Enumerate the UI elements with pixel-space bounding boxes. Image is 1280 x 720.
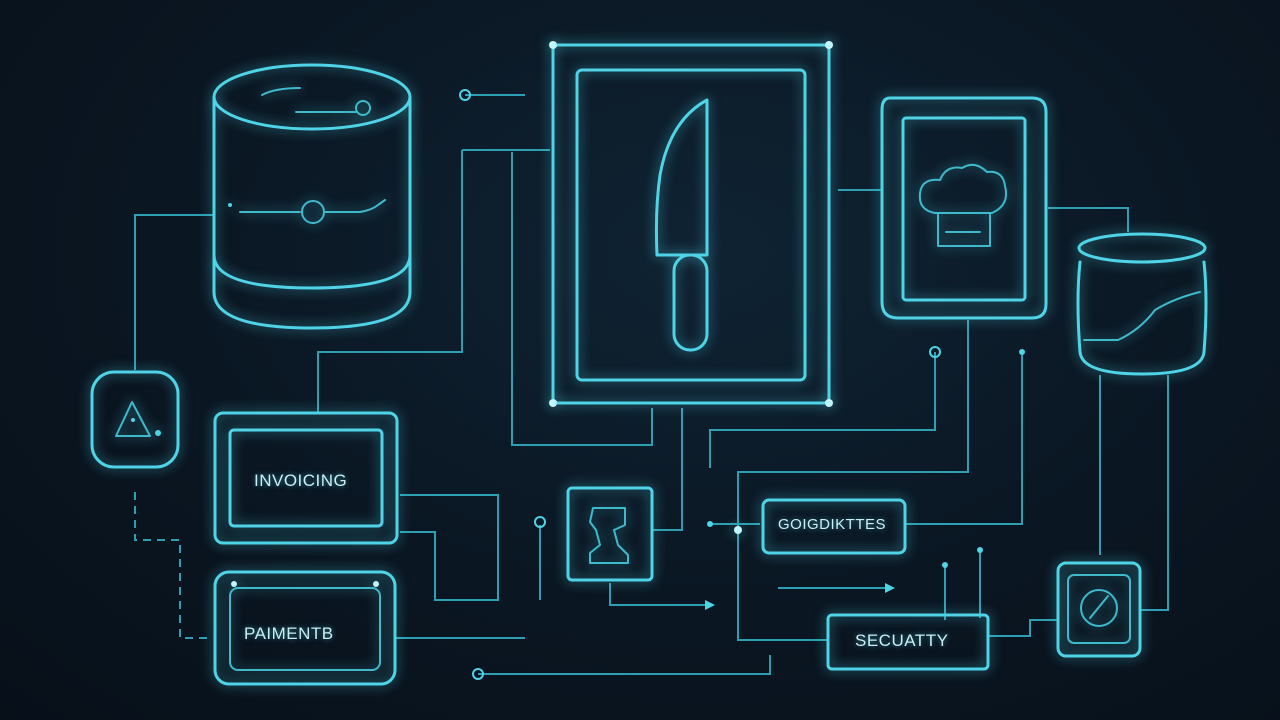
chef-hat-icon: [880, 96, 1048, 320]
payments-node[interactable]: [213, 570, 397, 686]
scheduling-node[interactable]: [761, 498, 907, 555]
payments-label: PAIMENTB: [244, 624, 334, 643]
warning-node[interactable]: [90, 370, 180, 469]
security-label: SECUATTY: [855, 631, 949, 650]
invoicing-label: INVOICING: [254, 471, 348, 490]
security-node[interactable]: [826, 613, 990, 671]
chef-node[interactable]: [566, 486, 654, 582]
jar-icon: [1076, 232, 1208, 376]
chef-icon: [589, 507, 629, 564]
spice-node[interactable]: [1056, 561, 1142, 658]
invoicing-node[interactable]: [213, 411, 399, 545]
scheduling-label: GOIGDIKTTES: [778, 516, 887, 533]
knife-icon: [549, 41, 833, 407]
warning-icon: [115, 401, 151, 437]
database-icon: [212, 63, 412, 330]
spice-icon: [1080, 589, 1118, 627]
wires: [134, 89, 1169, 680]
